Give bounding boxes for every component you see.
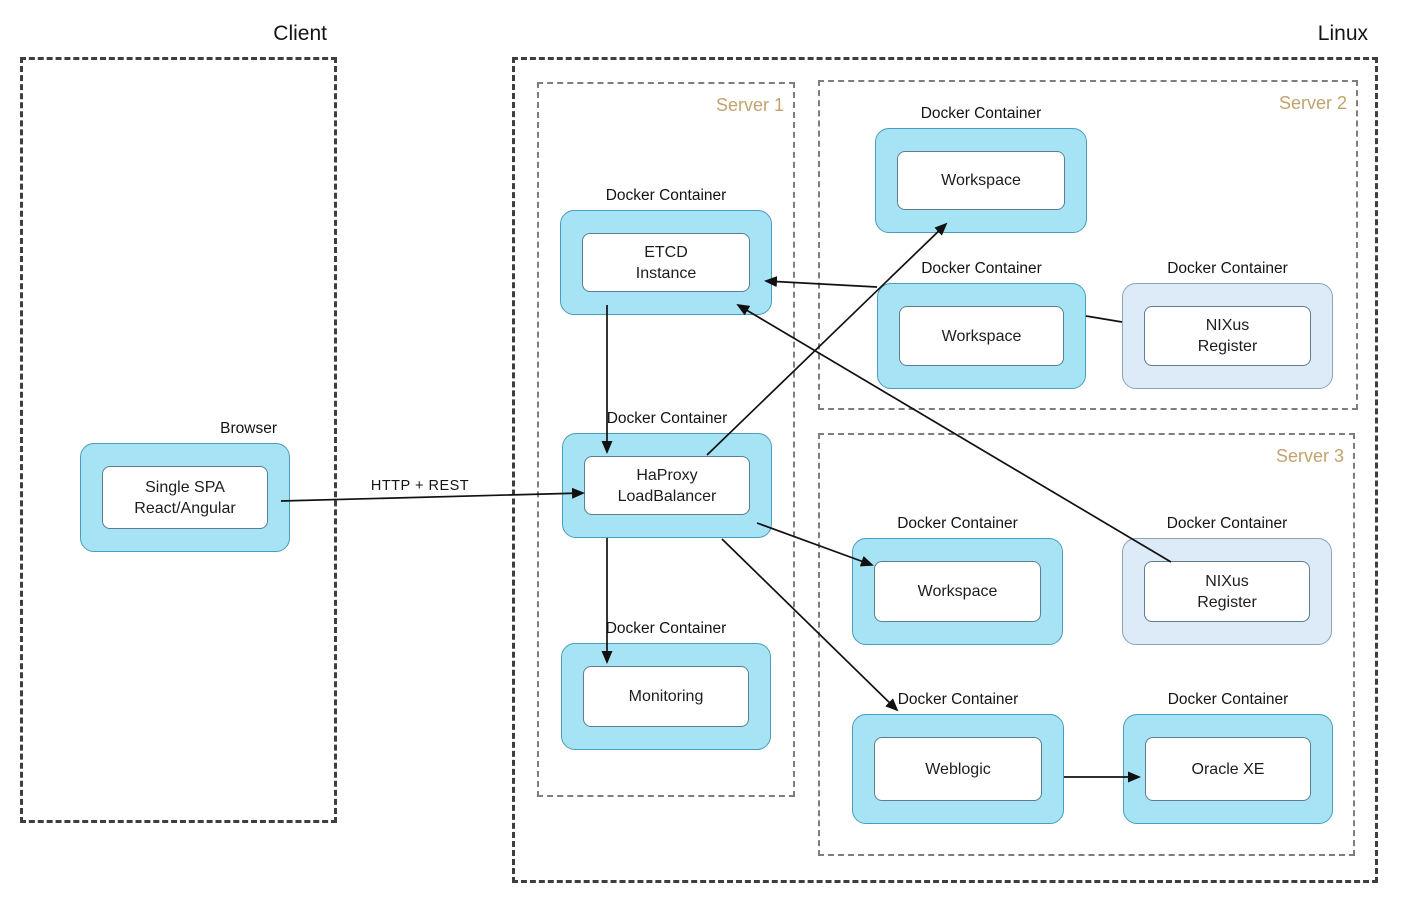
zone-label-server3: Server 3 [1275, 446, 1344, 466]
node-title-browser: Browser [220, 420, 277, 437]
node-title-weblogic: Docker Container [897, 691, 1019, 708]
node-title-nixus2: Docker Container [1167, 260, 1288, 277]
zone-label-client: Client [273, 22, 327, 45]
node-label-ws2mid: Workspace [899, 306, 1064, 366]
zone-client: Client [20, 22, 337, 823]
zone-label-server1: Server 1 [715, 95, 784, 115]
node-title-ws3: Docker Container [897, 515, 1018, 532]
node-title-oraclexe: Docker Container [1167, 691, 1289, 708]
node-title-etcd: Docker Container [605, 187, 727, 204]
node-label-oraclexe: Oracle XE [1145, 737, 1311, 801]
zone-linux: Linux [512, 22, 1378, 883]
node-label-ws3: Workspace [874, 561, 1041, 622]
node-label-weblogic: Weblogic [874, 737, 1042, 801]
node-title-haproxy: Docker Container [606, 410, 728, 427]
node-title-ws2top: Docker Container [920, 105, 1042, 122]
node-title-nixus3: Docker Container [1166, 515, 1288, 532]
node-title-monitoring: Docker Container [605, 620, 727, 637]
node-label-monitoring: Monitoring [583, 666, 749, 727]
node-label-ws2top: Workspace [897, 151, 1065, 210]
zone-label-linux: Linux [1317, 22, 1368, 45]
zone-label-server2: Server 2 [1278, 93, 1347, 113]
node-title-ws2mid: Docker Container [921, 260, 1042, 277]
edge-label-spa-to-haproxy: HTTP + REST [370, 478, 470, 494]
